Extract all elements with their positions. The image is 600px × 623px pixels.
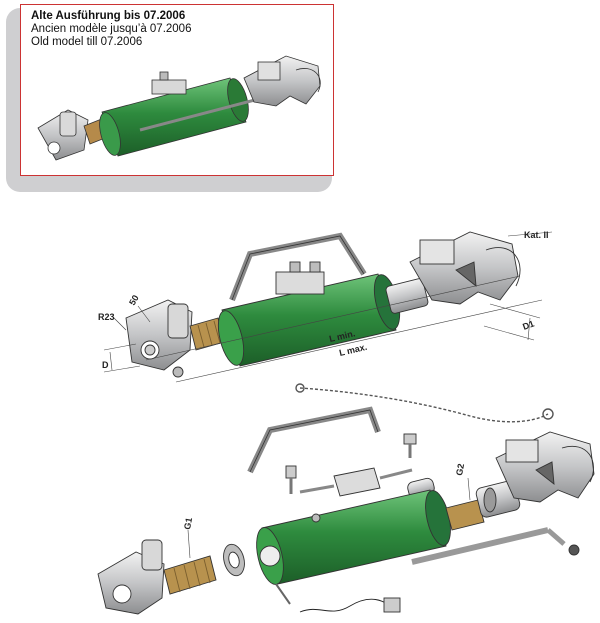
inset-valve-block <box>151 71 187 95</box>
inset-caption: Alte Ausführung bis 07.2006 Ancien modèl… <box>31 10 191 49</box>
label-d: D <box>102 360 109 370</box>
split-pin-and-lanyard <box>275 583 401 613</box>
exploded-handle-outline <box>249 409 379 473</box>
long-rod <box>411 527 580 565</box>
old-model-drawing <box>37 55 321 161</box>
label-d1: D1 <box>521 319 535 332</box>
bolts <box>285 433 417 494</box>
inset-line-fr: Ancien modèle jusqu’à 07.2006 <box>31 23 192 35</box>
exploded-eye-end <box>97 539 165 615</box>
exploded-handle <box>247 406 381 474</box>
handle-bar-outline <box>231 235 365 301</box>
exploded-rod-end <box>475 480 521 518</box>
thread-dimension-lines <box>187 477 471 559</box>
inset-line-en: Old model till 07.2006 <box>31 36 143 48</box>
threaded-shaft <box>163 555 217 595</box>
inset-cylinder <box>99 77 249 157</box>
inset-eye-end <box>37 109 89 161</box>
label-r23: R23 <box>98 312 115 322</box>
threaded-spindle <box>189 317 225 351</box>
exploded-hook <box>495 431 595 503</box>
rod-tube <box>445 499 485 531</box>
label-g1: G1 <box>182 517 194 531</box>
inset-hook <box>243 55 321 107</box>
label-lmax: L max. <box>338 342 368 358</box>
label-50: 50 <box>127 293 141 307</box>
dimension-lines <box>103 231 553 383</box>
ball-eye-end <box>125 299 193 378</box>
exploded-cylinder <box>256 489 451 585</box>
lock-nut <box>223 543 245 577</box>
exploded-view <box>97 383 595 615</box>
inset-title: Alte Ausführung bis 07.2006 <box>31 10 186 22</box>
chain <box>295 383 554 423</box>
assembled-top-link <box>125 231 521 378</box>
label-g2: G2 <box>454 463 466 477</box>
rod-end <box>385 278 429 314</box>
exploded-valve-block <box>299 467 413 497</box>
valve-block <box>275 261 325 295</box>
quick-coupler-hook <box>409 231 521 305</box>
inset-rod <box>139 94 271 132</box>
label-kat: Kat. II <box>524 230 549 240</box>
